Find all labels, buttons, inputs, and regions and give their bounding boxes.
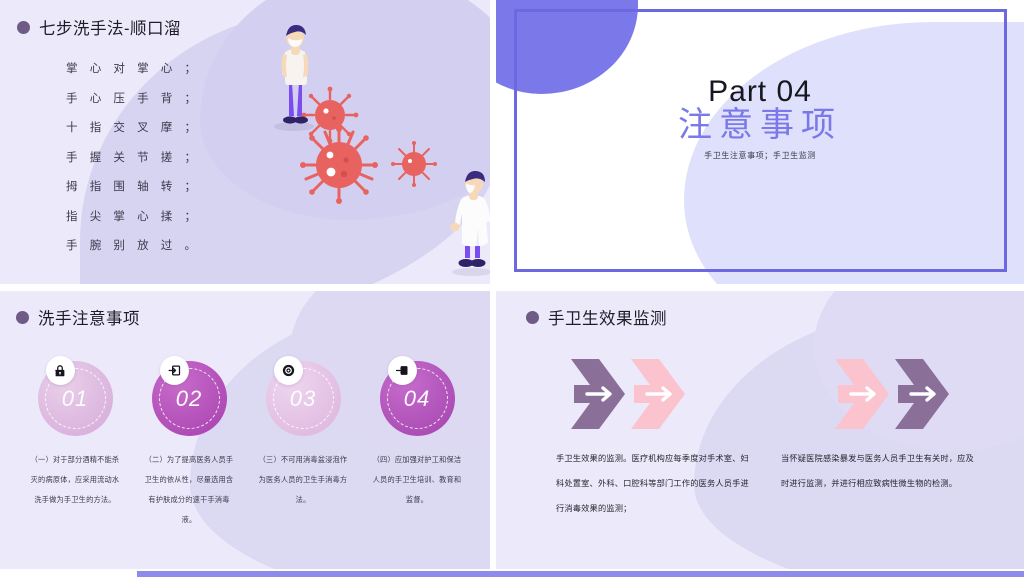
list-item[interactable]: 02 （二）为了提高医务人员手卫生的依从性，尽量选用含有护肤成分的速干手消毒液。	[132, 347, 246, 530]
part-number: Part 04	[708, 75, 812, 108]
sign-in-outline-icon	[159, 356, 189, 385]
rhyme-line: 掌 心 对 掌 心 ；	[66, 63, 201, 75]
handwash-rhyme-list: 掌 心 对 掌 心 ； 手 心 压 手 背 ； 十 指 交 叉 摩 ； 手 握 …	[66, 55, 200, 262]
slide3-heading: 洗手注意事项	[16, 305, 140, 329]
slide1-title: 七步洗手法-顺口溜	[39, 20, 181, 38]
next-slide-peek	[0, 569, 1024, 577]
chevron-arrow-groups	[496, 353, 1024, 435]
target-icon	[273, 356, 303, 385]
slide-part-04-title[interactable]: Part 04 注意事项 手卫生注意事项；手卫生监测	[496, 0, 1024, 284]
slide4-title: 手卫生效果监测	[548, 310, 667, 328]
number-circle-03[interactable]: 03	[265, 356, 341, 436]
part-subtitle: 手卫生注意事项；手卫生监测	[704, 150, 816, 160]
chevron-group-left	[496, 353, 760, 435]
precaution-caption: （一）对于部分酒精不能杀灭的病原体，应采用流动水洗手做为手卫生的方法。	[30, 455, 120, 504]
doctor-in-white-coat-illustration	[450, 171, 490, 267]
monitoring-paragraph-left: 手卫生效果的监测。医疗机构应每季度对手术室、妇科处置室、外科、口腔科等部门工作的…	[556, 454, 749, 513]
number-circle-01[interactable]: 01	[37, 356, 113, 436]
person-shadow	[274, 122, 314, 131]
standing-man-with-mask-illustration	[281, 25, 309, 124]
slide-hand-hygiene-monitoring[interactable]: 手卫生效果监测	[496, 291, 1024, 577]
sign-in-filled-icon	[387, 356, 417, 385]
slide-handwash-precautions[interactable]: 洗手注意事项 01 （一）对于部分酒精不能杀灭的病原体，应采用流动水洗手做为手卫…	[0, 291, 490, 577]
precaution-caption: （三）不可用消毒盆浸泡作为医务人员的卫生手消毒方法。	[258, 455, 348, 504]
precaution-caption: （四）应加强对护工和保洁人员的手卫生培训、教育和监督。	[372, 455, 462, 504]
chevron-arrow-pink	[835, 359, 889, 429]
slide-border-frame	[514, 9, 1007, 272]
rhyme-line: 手 握 关 节 搓 ；	[66, 151, 201, 164]
slide3-title: 洗手注意事项	[38, 310, 140, 328]
slide-gutter-horizontal	[0, 284, 1024, 291]
doctor-shadow	[452, 268, 490, 276]
chevron-group-right	[760, 353, 1024, 435]
next-slide-white-edge	[12, 571, 137, 577]
virus-particle-large	[300, 126, 378, 204]
chevron-arrow-mauve	[571, 359, 625, 429]
number-circle-04[interactable]: 04	[379, 356, 455, 436]
part-title-cn: 注意事项	[678, 105, 842, 144]
rhyme-line: 拇 指 围 轴 转 ；	[66, 181, 201, 193]
number-circle-02[interactable]: 02	[151, 356, 227, 436]
rhyme-line: 十 指 交 叉 摩 ；	[66, 122, 201, 134]
list-item[interactable]: 04 （四）应加强对护工和保洁人员的手卫生培训、教育和监督。	[360, 347, 474, 530]
virus-particle-small-top	[301, 86, 359, 144]
next-slide-accent-bar	[137, 571, 1024, 577]
rhyme-line: 手 腕 别 放 过 。	[66, 240, 201, 252]
bullet-dot-icon	[526, 310, 539, 324]
monitoring-paragraph-right: 当怀疑医院感染暴发与医务人员手卫生有关时，应及时进行监测，并进行相应致病性微生物…	[781, 454, 974, 488]
chevron-arrow-mauve	[895, 359, 949, 429]
part-title-block: Part 04 注意事项 手卫生注意事项；手卫生监测	[496, 76, 1024, 161]
chevron-arrow-pink	[631, 359, 685, 429]
rhyme-line: 指 尖 掌 心 揉 ；	[66, 210, 201, 223]
list-item[interactable]: 03 （三）不可用消毒盆浸泡作为医务人员的卫生手消毒方法。	[246, 347, 360, 530]
precaution-caption: （二）为了提高医务人员手卫生的依从性，尽量选用含有护肤成分的速干手消毒液。	[144, 455, 234, 524]
virus-particle-small-bottom	[391, 141, 437, 187]
rhyme-line: 手 心 压 手 背 ；	[66, 92, 201, 105]
list-item[interactable]: 01 （一）对于部分酒精不能杀灭的病原体，应采用流动水洗手做为手卫生的方法。	[18, 347, 132, 530]
slide-seven-step-handwash[interactable]: 七步洗手法-顺口溜 掌 心 对 掌 心 ； 手 心 压 手 背 ； 十 指 交 …	[0, 0, 490, 284]
slide1-heading: 七步洗手法-顺口溜	[17, 15, 181, 39]
precaution-circle-list: 01 （一）对于部分酒精不能杀灭的病原体，应采用流动水洗手做为手卫生的方法。 0…	[18, 347, 476, 530]
bullet-dot-icon	[17, 20, 30, 34]
bullet-dot-icon	[16, 310, 29, 324]
slide4-heading: 手卫生效果监测	[526, 305, 667, 329]
lock-icon	[45, 356, 75, 385]
